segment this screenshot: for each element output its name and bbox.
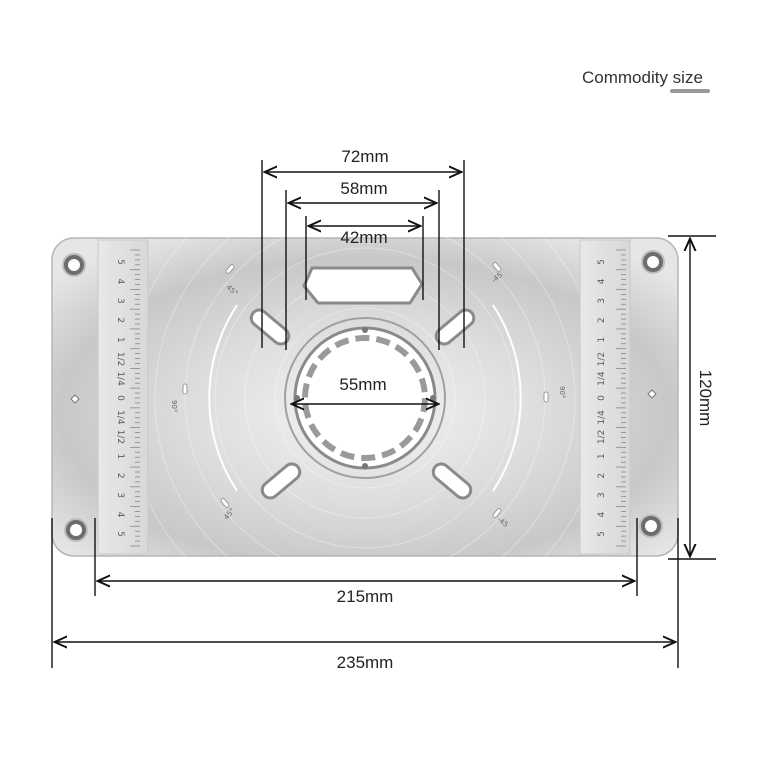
bottom-right-45-mark bbox=[492, 508, 502, 518]
right-ruler-label: 4 bbox=[597, 278, 607, 284]
right-ruler-label: 2 bbox=[597, 317, 607, 323]
slot-bottom-left bbox=[260, 462, 302, 500]
corner-holes bbox=[62, 250, 665, 542]
left-ruler: 5 4 3 2 1 1/2 1/4 0 1/4 1/2 1 2 3 4 5 bbox=[97, 239, 149, 555]
left-arc-guide bbox=[208, 304, 238, 492]
right-90-mark bbox=[543, 391, 549, 403]
dim-label-235: 235mm bbox=[337, 653, 394, 672]
dim-label-72: 72mm bbox=[341, 147, 388, 166]
slot-bottom-right bbox=[431, 462, 473, 500]
left-ruler-label: 5 bbox=[115, 259, 125, 265]
top-rect-slot bbox=[302, 266, 424, 305]
top-left-45-mark bbox=[225, 264, 235, 274]
right-arc-guide bbox=[492, 304, 522, 492]
angle-label-left-mid: 90° bbox=[170, 400, 178, 412]
corner-hole-top-left bbox=[62, 253, 86, 277]
left-ruler-label: 1 bbox=[115, 453, 125, 459]
right-ruler-label: 4 bbox=[597, 511, 607, 517]
right-ruler-label: 3 bbox=[597, 298, 607, 304]
left-ruler-label: 3 bbox=[115, 492, 125, 498]
left-diamond-mark bbox=[70, 394, 80, 404]
right-ruler-label: 1/4 bbox=[597, 371, 607, 386]
right-ruler-label: 0 bbox=[597, 395, 607, 401]
dim-label-215: 215mm bbox=[337, 587, 394, 606]
bottom-left-45-mark bbox=[220, 498, 230, 508]
right-ruler-label: 1 bbox=[597, 453, 607, 459]
right-ruler-label: 2 bbox=[597, 473, 607, 479]
right-ruler-label: 5 bbox=[597, 531, 607, 537]
dimension-annotations bbox=[51, 160, 716, 668]
corner-hole-bottom-right bbox=[639, 514, 663, 538]
router-plate: 5 4 3 2 1 1/2 1/4 0 1/4 1/2 1 2 3 4 5 5 4 3 2 1 1/2 1/4 0 1/4 1… bbox=[51, 157, 679, 639]
header-underline bbox=[670, 89, 710, 93]
right-ruler-label: 1 bbox=[597, 337, 607, 343]
top-right-45-mark bbox=[492, 262, 502, 272]
dim-label-55: 55mm bbox=[339, 375, 386, 394]
right-ruler: 5 4 3 2 1 1/2 1/4 0 1/4 1/2 1 2 3 4 5 bbox=[579, 239, 631, 555]
center-hole bbox=[284, 317, 446, 479]
angle-label-right-mid: 90° bbox=[558, 386, 566, 398]
left-ruler-label: 1 bbox=[115, 337, 125, 343]
left-ruler-label: 1/2 bbox=[115, 430, 125, 444]
left-ruler-label: 1/4 bbox=[115, 410, 125, 425]
left-ruler-label: 2 bbox=[115, 473, 125, 479]
right-ruler-label: 1/4 bbox=[597, 410, 607, 425]
left-ruler-label: 3 bbox=[115, 298, 125, 304]
left-ruler-label: 4 bbox=[115, 512, 125, 518]
header: Commodity size bbox=[582, 68, 710, 93]
dim-label-58: 58mm bbox=[340, 179, 387, 198]
corner-hole-top-right bbox=[641, 250, 665, 274]
right-ruler-label: 5 bbox=[597, 259, 607, 265]
left-ruler-label: 0 bbox=[115, 395, 125, 401]
right-ruler-label: 1/2 bbox=[597, 352, 607, 366]
left-ruler-strip bbox=[97, 239, 149, 555]
left-ruler-label: 1/2 bbox=[115, 352, 125, 366]
left-ruler-label: 4 bbox=[115, 279, 125, 285]
right-ruler-label: 1/2 bbox=[597, 430, 607, 444]
corner-hole-bottom-left bbox=[64, 518, 88, 542]
dim-label-120: 120mm bbox=[696, 370, 715, 427]
left-90-mark bbox=[182, 383, 188, 395]
slot-top-left bbox=[249, 308, 291, 346]
left-ruler-label: 2 bbox=[115, 317, 125, 323]
left-ruler-label: 1/4 bbox=[115, 371, 125, 386]
right-diamond-mark bbox=[647, 389, 657, 399]
right-ruler-label: 3 bbox=[597, 492, 607, 498]
dim-label-42: 42mm bbox=[340, 228, 387, 247]
dimension-labels: 72mm 58mm 42mm 55mm 120mm 215mm 235mm bbox=[337, 147, 715, 672]
left-ruler-label: 5 bbox=[115, 531, 125, 537]
header-title: Commodity size bbox=[582, 68, 703, 87]
